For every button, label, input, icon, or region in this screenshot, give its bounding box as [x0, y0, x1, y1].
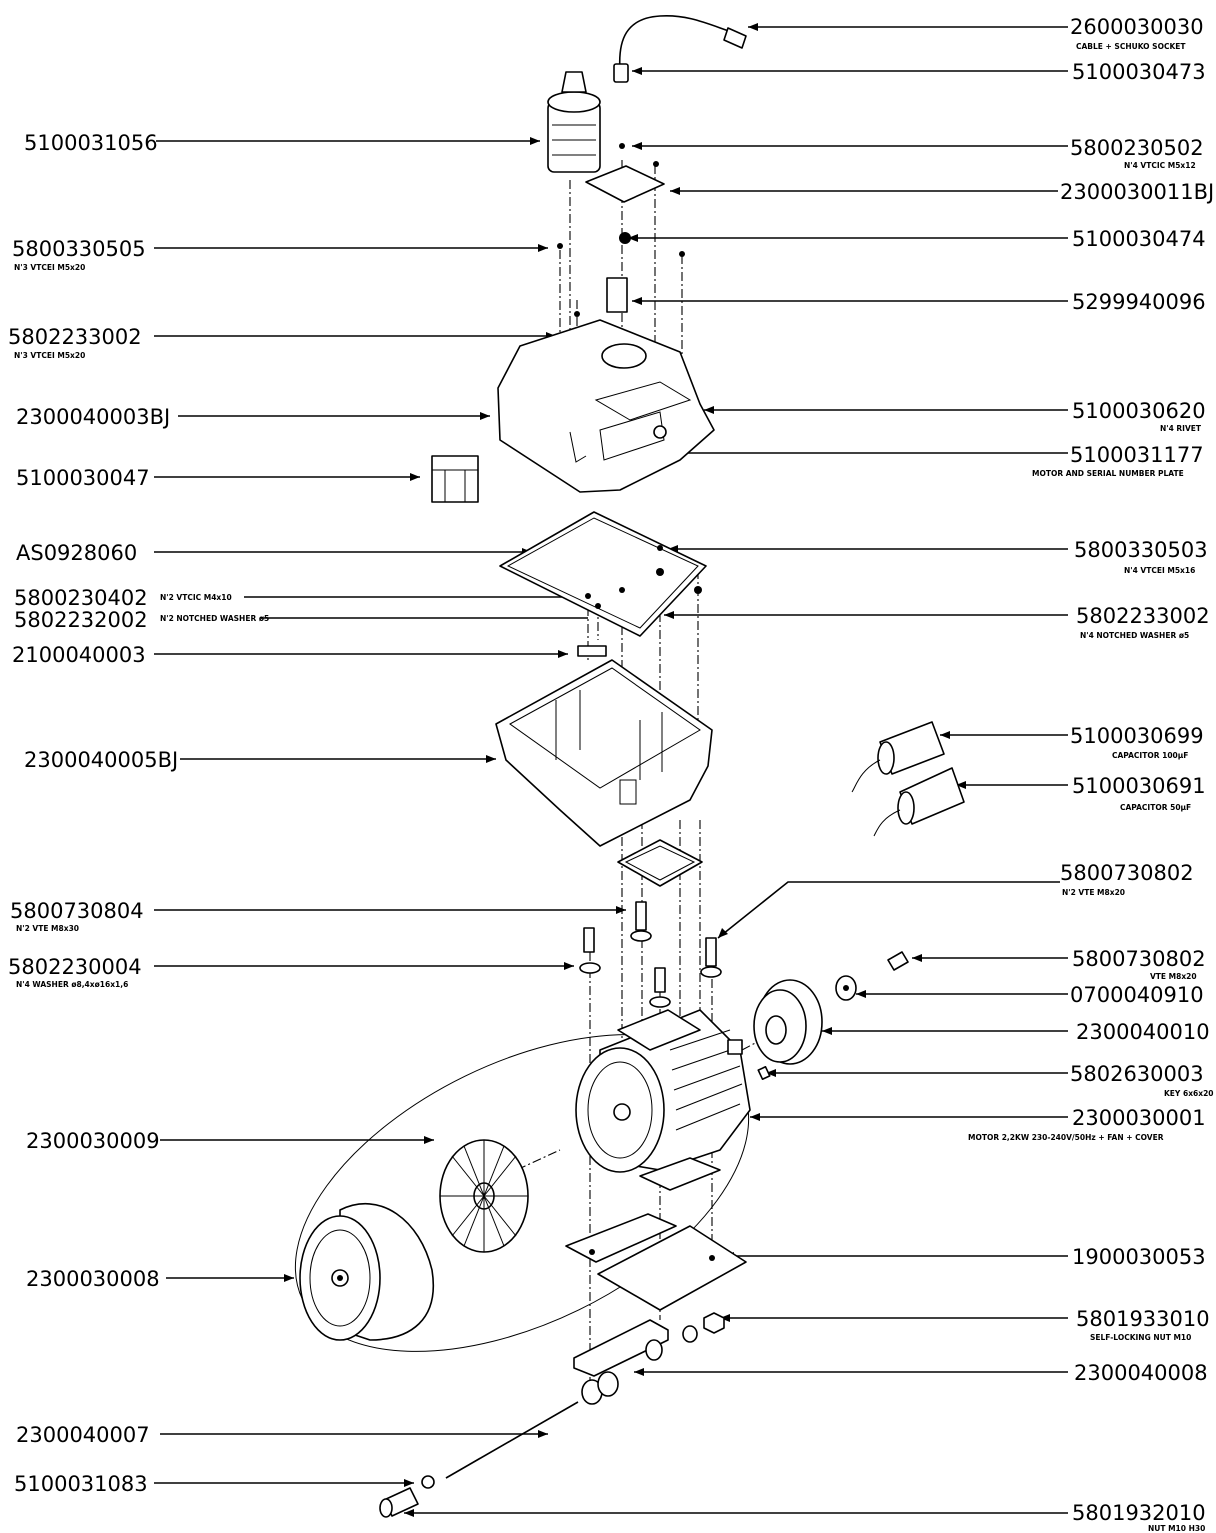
callout-note: N'2 VTE M8x30 — [16, 924, 79, 933]
callout-note: NUT M10 H30 — [1148, 1524, 1205, 1533]
leader-lines-right — [404, 26, 1068, 1514]
callout-part-number: 2300040007 — [16, 1423, 150, 1447]
callout-note: SELF-LOCKING NUT M10 — [1090, 1333, 1191, 1342]
callout-part-number: 5802233002 — [8, 325, 142, 349]
capacitor-100uF — [851, 721, 945, 793]
callout-part-number: 5802230004 — [8, 955, 142, 979]
callout-part-number: 5801932010 — [1072, 1501, 1206, 1525]
callout-part-number: 5800730804 — [10, 899, 144, 923]
callouts-left: 5100031056 5800330505 N'3 VTCEI M5x20 58… — [8, 131, 269, 1496]
callout-note: MOTOR 2,2KW 230-240V/50Hz + FAN + COVER — [968, 1133, 1164, 1142]
callout-part-number: 5100030620 — [1072, 399, 1206, 423]
callout-note: CAPACITOR 50µF — [1120, 803, 1191, 812]
callout-note: N'3 VTCEI M5x20 — [14, 263, 85, 272]
cooling-fan — [439, 1139, 529, 1253]
electrical-box-cover — [497, 319, 715, 493]
callout-part-number: 5100030473 — [1072, 60, 1206, 84]
box-base-gasket — [617, 839, 703, 887]
callout-part-number: AS0928060 — [16, 541, 137, 565]
callout-note: N'4 VTCIC M5x12 — [1124, 161, 1196, 170]
callout-part-number: 5802232002 — [14, 608, 148, 632]
gasket-screws — [577, 545, 702, 657]
callout-part-number: 5100030047 — [16, 466, 150, 490]
callout-part-number: 5100031056 — [24, 131, 158, 155]
callout-note: KEY 6x6x20 — [1164, 1089, 1214, 1098]
leader-lines-left — [154, 140, 626, 1484]
motor-base-plate — [565, 1213, 747, 1311]
motor-fixing-bolts — [579, 901, 722, 1008]
callout-part-number: 5299940096 — [1072, 290, 1206, 314]
callout-note: N'4 NOTCHED WASHER ø5 — [1080, 631, 1189, 640]
electric-motor — [575, 1009, 751, 1191]
callout-note: N'4 RIVET — [1160, 424, 1202, 433]
callout-part-number: 5100030699 — [1070, 724, 1204, 748]
callout-note: CABLE + SCHUKO SOCKET — [1076, 42, 1186, 51]
callout-part-number: 5802233002 — [1076, 604, 1210, 628]
callout-note: N'2 VTE M8x20 — [1062, 888, 1125, 897]
callout-part-number: 5800230402 — [14, 586, 148, 610]
callout-part-number: 0700040910 — [1070, 983, 1204, 1007]
callout-note: N'4 VTCEI M5x16 — [1124, 566, 1195, 575]
threaded-rod — [379, 1401, 579, 1518]
callout-note: N'3 VTCEI M5x20 — [14, 351, 85, 360]
callout-part-number: 2300040003BJ — [16, 405, 170, 429]
callout-part-number: 2300030011BJ — [1060, 180, 1214, 204]
callout-note: VTE M8x20 — [1150, 972, 1197, 981]
callouts-right: 2600030030 CABLE + SCHUKO SOCKET 5100030… — [968, 15, 1214, 1533]
callout-part-number: 2300040008 — [1074, 1361, 1208, 1385]
hinge-bracket — [573, 1312, 725, 1405]
electrical-box-body — [495, 659, 713, 847]
callout-part-number: 5100031177 — [1070, 443, 1204, 467]
callout-note: MOTOR AND SERIAL NUMBER PLATE — [1032, 469, 1184, 478]
callout-part-number: 5800230502 — [1070, 136, 1204, 160]
callout-part-number: 2300040005BJ — [24, 748, 178, 772]
callout-part-number: 5100030474 — [1072, 227, 1206, 251]
rotary-switch — [547, 71, 601, 173]
callout-part-number: 2100040003 — [12, 643, 146, 667]
callout-part-number: 2300030008 — [26, 1267, 160, 1291]
callout-note: N'2 NOTCHED WASHER ø5 — [160, 614, 269, 623]
callout-note: N'2 VTCIC M4x10 — [160, 593, 232, 602]
callout-part-number: 5802630003 — [1070, 1062, 1204, 1086]
callout-part-number: 5801933010 — [1076, 1307, 1210, 1331]
callout-note: CAPACITOR 100µF — [1112, 751, 1188, 760]
box-gasket — [499, 511, 707, 637]
switch-plate — [557, 143, 685, 317]
callout-part-number: 2300030001 — [1072, 1106, 1206, 1130]
fan-cover — [299, 1202, 435, 1341]
leader-arrowheads — [284, 23, 966, 1517]
pulley-assembly — [753, 951, 909, 1081]
capacitor-50uF — [873, 767, 965, 837]
callout-part-number: 5800330505 — [12, 237, 146, 261]
callout-part-number: 2300040010 — [1076, 1020, 1210, 1044]
callout-note: N'4 WASHER ø8,4xø16x1,6 — [16, 980, 128, 989]
callout-part-number: 5800730802 — [1072, 947, 1206, 971]
callout-part-number: 5800730802 — [1060, 861, 1194, 885]
callout-part-number: 1900030053 — [1072, 1245, 1206, 1269]
callout-part-number: 5100030691 — [1072, 774, 1206, 798]
callout-part-number: 2300030009 — [26, 1129, 160, 1153]
terminal-block — [431, 455, 479, 503]
callout-part-number: 5800330503 — [1074, 538, 1208, 562]
callout-part-number: 2600030030 — [1070, 15, 1204, 39]
cable-schuko-socket — [613, 15, 747, 83]
callout-part-number: 5100031083 — [14, 1472, 148, 1496]
